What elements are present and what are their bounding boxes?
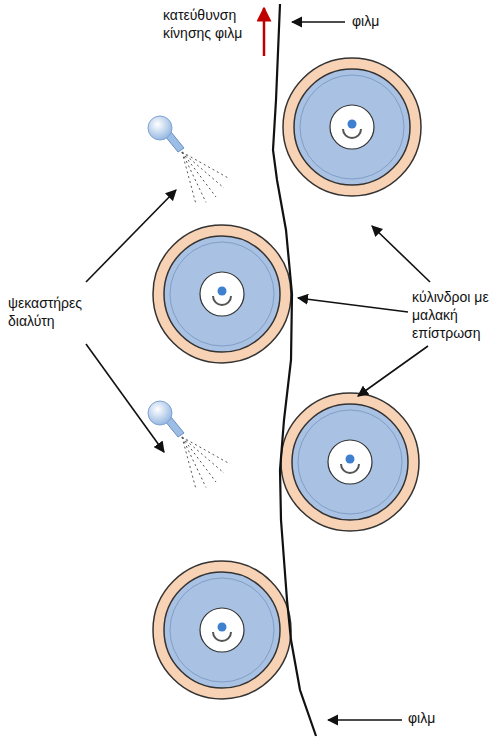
- film-label: φιλμ: [352, 12, 402, 30]
- sprayer: [148, 401, 230, 489]
- sprayer-label: ψεκαστήρες διαλύτη: [8, 294, 100, 330]
- sprayer: [148, 116, 230, 204]
- film: [273, 4, 316, 736]
- roller-label: κύλινδροι με μαλακή επίστρωση: [412, 288, 500, 342]
- roller: [283, 58, 421, 196]
- roller: [153, 225, 291, 363]
- roller: [281, 393, 419, 531]
- direction-label: κατεύθυνση κίνησης φιλμ: [163, 6, 261, 42]
- roller: [153, 561, 291, 699]
- solvent-sprayers: [148, 116, 230, 489]
- direction-arrow: [263, 8, 266, 56]
- film-label: φιλμ: [408, 709, 458, 727]
- leader-arrows: [86, 22, 430, 720]
